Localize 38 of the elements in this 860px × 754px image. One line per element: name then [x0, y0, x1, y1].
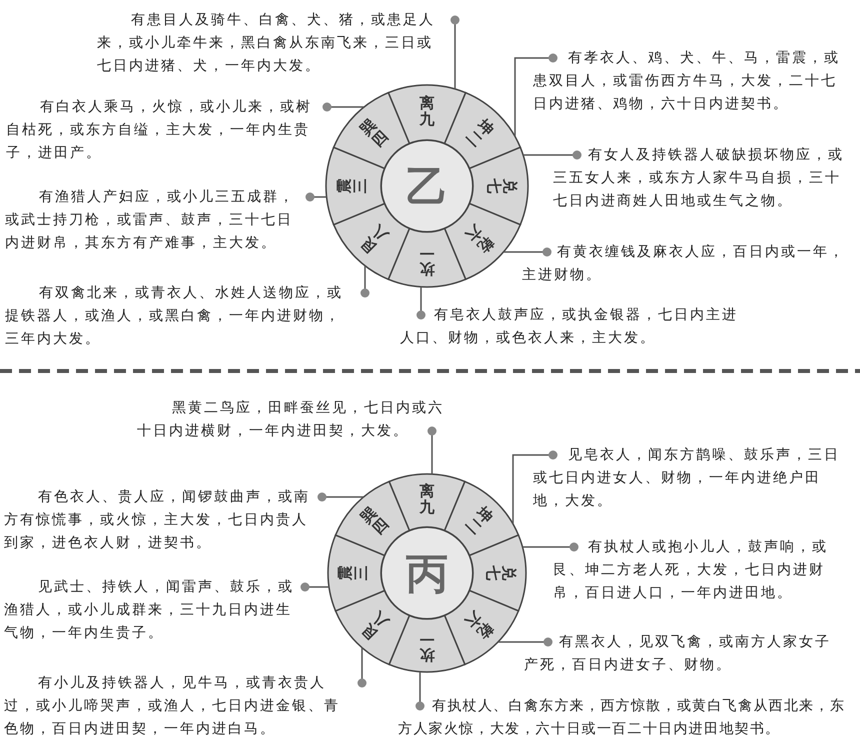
- leader-line: [416, 286, 426, 320]
- leader-line: [498, 638, 552, 646]
- leader-line: [522, 542, 578, 552]
- wheel-sector: 艮八: [334, 590, 410, 666]
- wheel-sector: 乾六: [444, 202, 522, 280]
- annotation-text: 有女人及持铁器人破缺损坏物应，或三五女人来，或东方人家牛马自损，三十七日内进商姓人田地或生气之物。: [553, 144, 844, 213]
- leader-line: [358, 648, 366, 688]
- annotation-text: 见皂衣人，闻东方鹊噪、鼓乐声，三日或七日内进女人、财物，一年内进绝户田地，大发。: [533, 444, 840, 513]
- annotation-text: 黑黄二鸟应，田畔蚕丝见，七日内或六十日内进横财，一年内进田契，大发。: [137, 397, 445, 443]
- annotation-text: 有皂衣人鼓声应，或执金银器，七日内主进人口、财物，或色衣人来，主大发。: [400, 304, 746, 350]
- annotation-text: 有黄衣缠钱及麻衣人应，百日内或一年，主进财物。: [522, 241, 848, 287]
- annotation-text: 有执杖人、白禽东方来，西方惊散，或黄白飞禽从西北来，东方人家火惊，大发，六十日或一百二十日内进田地契书。: [398, 695, 850, 741]
- wheel-sector: 坤二: [444, 92, 522, 170]
- wheel-sector: 艮八: [332, 202, 410, 280]
- annotation-text: 有渔猎人产妇应，或小儿三五成群，或武士持刀枪，或雷声、鼓声，三十七日内进财帛，其东方有产难事，主大发。: [5, 186, 298, 255]
- annotation-text: 有孝衣人、鸡、犬、牛、马，雷震，或患双目人，或雷伤西方牛马，大发，二十七日内进猪、鸡物，六十日内进契书。: [533, 47, 840, 116]
- annotation-text: 见武士、持铁人，闻雷声、鼓乐，或渔猎人，或小儿成群来，三十九日内进生气物，一年内生贵子。: [4, 576, 296, 645]
- leader-line: [428, 426, 436, 474]
- leader-line: [300, 582, 329, 592]
- leader-line: [450, 16, 460, 89]
- leader-line: [416, 672, 424, 710]
- annotation-text: 有患目人及骑牛、白禽、犬、猪，或患足人来，或小儿牵牛来，黑白禽从东南飞来，三日或七日内进猪、犬，一年内大发。: [97, 9, 439, 78]
- annotation-text: 有白衣人乘马，火惊，或小儿来，或树自枯死，或东方自缢，主大发，一年内生贵子，进田产。: [6, 96, 315, 165]
- leader-line: [512, 450, 558, 524]
- leader-line: [514, 54, 558, 136]
- leader-line: [523, 150, 582, 160]
- annotation-text: 有黑衣人，见双飞禽，或南方人家女子产死，百日内进女子、财物。: [524, 631, 833, 677]
- annotation-text: 有色衣人、贵人应，闻锣鼓曲声，或南方有惊慌事，或火惊，主大发，七日内贵人到家，进色衣人财，进契书。: [4, 486, 312, 555]
- wheel-sector: 巽四: [334, 480, 410, 556]
- leader-line: [360, 266, 370, 298]
- annotation-text: 有小儿及持铁器人，见牛马，或青衣贵人过，或小儿啼哭声，或渔人，七日内进金银、青色物，百日内进田契，一年内进白马。: [4, 672, 344, 741]
- annotation-text: 有执杖人或抱小儿人，鼓声响，或艮、坤二方老人死，大发，七日内进财帛，百日进人口，一年内进田地。: [553, 536, 844, 605]
- leader-line: [503, 248, 552, 256]
- leader-line: [306, 192, 327, 202]
- annotation-text: 有双禽北来，或青衣人、水姓人送物应，或提铁器人，或渔人，或黑白禽，一年内进财物，三年内大发。: [5, 282, 346, 351]
- wheel-sector: 坤二: [444, 480, 520, 556]
- leader-line: [322, 102, 364, 112]
- leader-line: [318, 492, 364, 502]
